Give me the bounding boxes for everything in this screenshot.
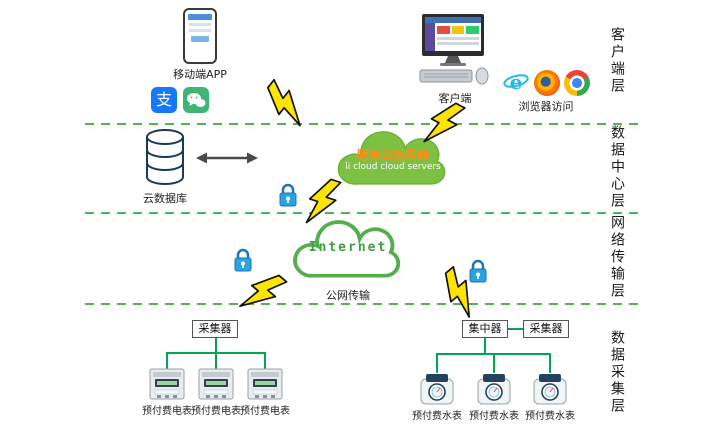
client-pc-label: 客户端: [438, 92, 472, 105]
cloud-db-label: 云数据库: [143, 192, 187, 205]
water-meter-icon: [533, 374, 567, 405]
layer-label-acquisition: 数据采集层: [609, 330, 625, 415]
water-meter-icon: [477, 374, 511, 405]
internet-cloud-shape: [293, 220, 401, 278]
wechat-bubbles: [187, 92, 206, 107]
phone-screen-header: [188, 14, 212, 20]
water-meter-label: 预付费水表: [469, 411, 519, 422]
connector-line: [215, 352, 217, 369]
ali-cloud-shape: [337, 131, 446, 185]
internet-label: Internet: [308, 240, 388, 255]
layer-separator-1: [85, 123, 640, 125]
layer-separator-3: [85, 303, 640, 305]
concentrator-box: 集中器: [462, 320, 508, 338]
mobile-phone-icon: [183, 8, 217, 64]
connector-line: [484, 338, 486, 354]
cloud-database-icon: [146, 129, 184, 185]
collector2-box: 采集器: [523, 320, 569, 338]
connector-line: [436, 353, 438, 373]
wechat-icon: [183, 87, 209, 113]
collector-box: 采集器: [192, 320, 238, 338]
connector-line: [264, 352, 266, 369]
lightning-connector: [431, 263, 489, 323]
layer-label-network: 网络传输层: [609, 215, 625, 300]
connector-line: [508, 328, 523, 330]
lightning-connector: [299, 172, 346, 231]
electric-meter-icon: [247, 368, 283, 400]
client-pc-icon: [419, 14, 489, 85]
public-network-label: 公网传输: [326, 289, 370, 302]
ali-cloud-subtitle: li cloud cloud servers: [345, 162, 441, 172]
security-lock-icon: [279, 183, 297, 207]
phone-screen-line: [189, 29, 211, 32]
water-meter-icon: [420, 374, 454, 405]
electric-meter-icon: [198, 368, 234, 400]
connector-line: [166, 352, 168, 369]
layer-label-datacenter: 数据中心层: [609, 125, 625, 210]
connector-line: [215, 338, 217, 353]
water-meter-label: 预付费水表: [525, 411, 575, 422]
security-lock-icon: [469, 259, 487, 283]
layer-label-client: 客户端层: [609, 27, 625, 95]
layer-separator-2: [85, 212, 640, 214]
chrome-browser-icon: [564, 70, 590, 96]
electric-meter-label: 预付费电表: [142, 406, 192, 417]
security-lock-icon: [234, 248, 252, 272]
phone-screen-line: [189, 23, 211, 26]
firefox-browser-icon: [534, 70, 560, 96]
electric-meter-label: 预付费电表: [240, 406, 290, 417]
connector-line: [549, 353, 551, 373]
browsers-label: 浏览器访问: [518, 100, 574, 113]
lightning-connector: [256, 75, 317, 132]
ali-cloud-title: 阿里云服务器: [356, 148, 429, 162]
alipay-glyph: 支: [155, 90, 172, 109]
lightning-connector: [233, 263, 291, 323]
phone-screen-button: [191, 36, 209, 42]
water-meter-label: 预付费水表: [412, 411, 462, 422]
ie-browser-icon: e: [503, 70, 529, 94]
sync-double-arrow: [196, 152, 258, 164]
mobile-app-label: 移动端APP: [173, 68, 227, 81]
alipay-icon: 支: [151, 87, 177, 113]
svg-text:e: e: [510, 70, 523, 94]
lightning-connector: [417, 94, 470, 155]
electric-meter-icon: [149, 368, 185, 400]
connector-line: [493, 353, 495, 373]
electric-meter-label: 预付费电表: [191, 406, 241, 417]
